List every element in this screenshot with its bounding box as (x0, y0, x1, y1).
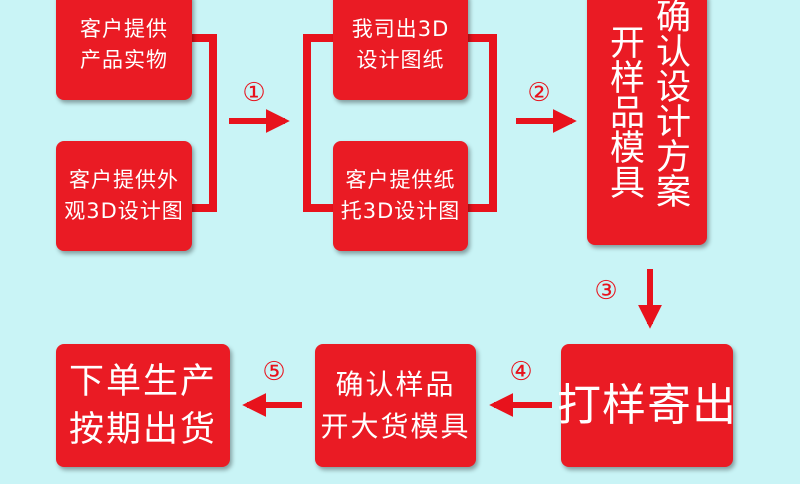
step-3-label: ③ (594, 276, 618, 306)
box-customer-product: 客户提供 产品实物 (56, 0, 192, 100)
box-our-3d-design-line2: 设计图纸 (356, 48, 445, 72)
step-5-label: ⑤ (262, 357, 286, 387)
box-customer-3d-appearance-line2: 观3D设计图 (64, 199, 184, 223)
box-customer-3d-tray-line2: 托3D设计图 (340, 199, 461, 223)
box-customer-3d-tray: 客户提供纸 托3D设计图 (333, 141, 468, 251)
box-mass-production-line1: 下单生产 (68, 361, 217, 402)
box-confirm-design: 确认设计方案 开样品模具 (587, 0, 707, 245)
box-confirm-sample-line1: 确认样品 (335, 367, 456, 401)
box-mass-production-line2: 按期出货 (68, 409, 217, 450)
box-customer-3d-appearance: 客户提供外 观3D设计图 (56, 141, 192, 251)
box-mass-production: 下单生产 按期出货 (56, 344, 230, 467)
box-confirm-sample-line2: 开大货模具 (320, 409, 471, 443)
box-ship-sample-text: 打样寄出 (557, 379, 737, 431)
box-confirm-design-col2: 开样品模具 (604, 24, 644, 199)
box-ship-sample: 打样寄出 (557, 344, 736, 467)
box-customer-3d-appearance-line1: 客户提供外 (69, 168, 179, 192)
step-2-label: ② (527, 78, 551, 108)
box-our-3d-design-line1: 我司出3D (351, 17, 450, 41)
box-confirm-design-col1: 确认设计方案 (650, 0, 690, 208)
box-customer-product-line2: 产品实物 (80, 48, 168, 72)
middle-right-bracket (468, 34, 497, 212)
middle-left-bracket (303, 34, 333, 212)
left-bracket (192, 34, 217, 212)
box-confirm-sample: 确认样品 开大货模具 (315, 344, 476, 467)
box-customer-product-line1: 客户提供 (80, 17, 168, 41)
box-customer-3d-tray-line1: 客户提供纸 (345, 168, 456, 192)
step-1-label: ① (242, 78, 266, 108)
box-our-3d-design: 我司出3D 设计图纸 (333, 0, 468, 100)
step-4-label: ④ (509, 357, 533, 387)
